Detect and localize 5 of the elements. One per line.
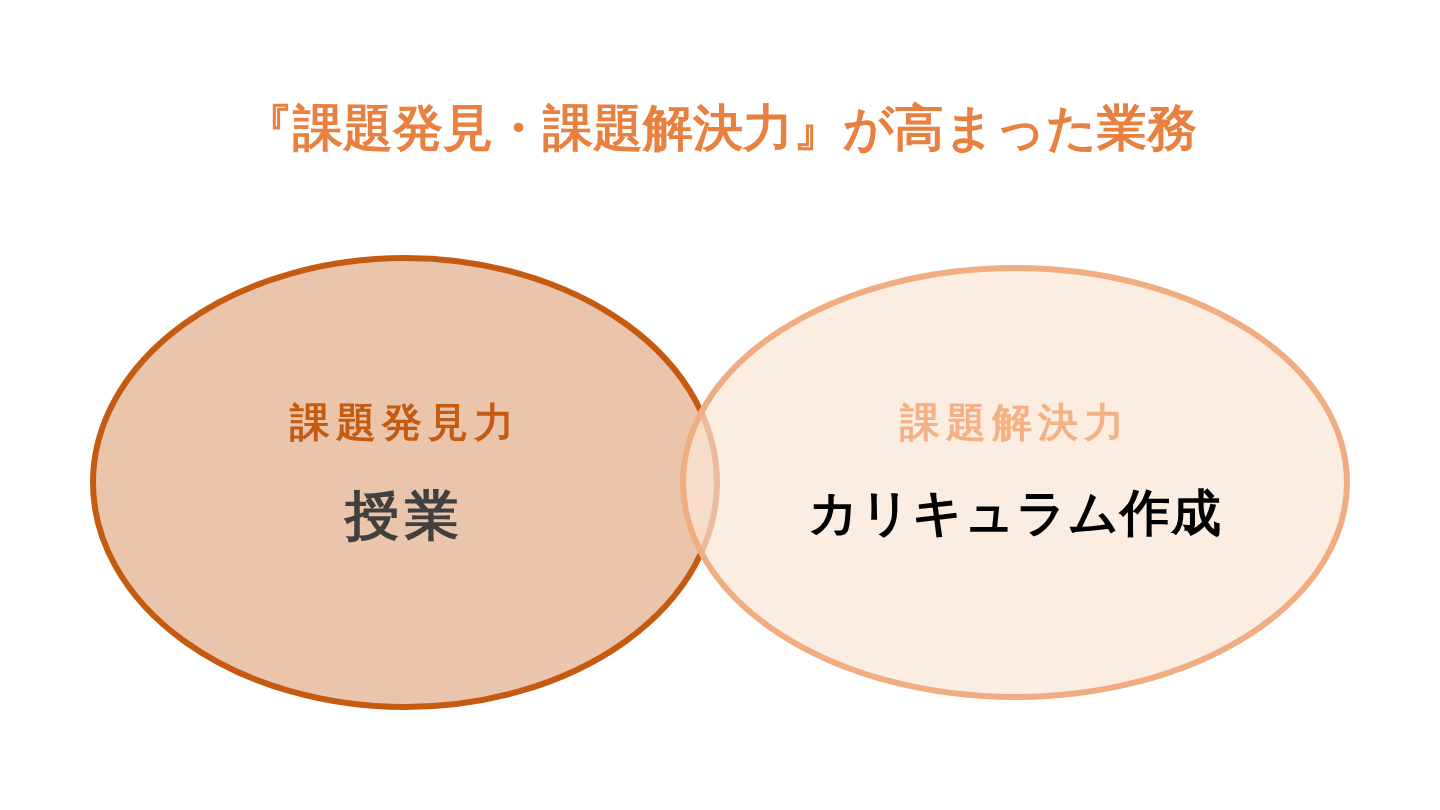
circle-label: カリキュラム作成 — [808, 483, 1222, 544]
circle-label: 授業 — [345, 483, 465, 549]
circle-heading: 課題解決力 — [900, 398, 1130, 447]
title: 『課題発見・課題解決力』が高まった業務 — [243, 99, 1197, 157]
circle-heading: 課題発見力 — [290, 398, 520, 447]
